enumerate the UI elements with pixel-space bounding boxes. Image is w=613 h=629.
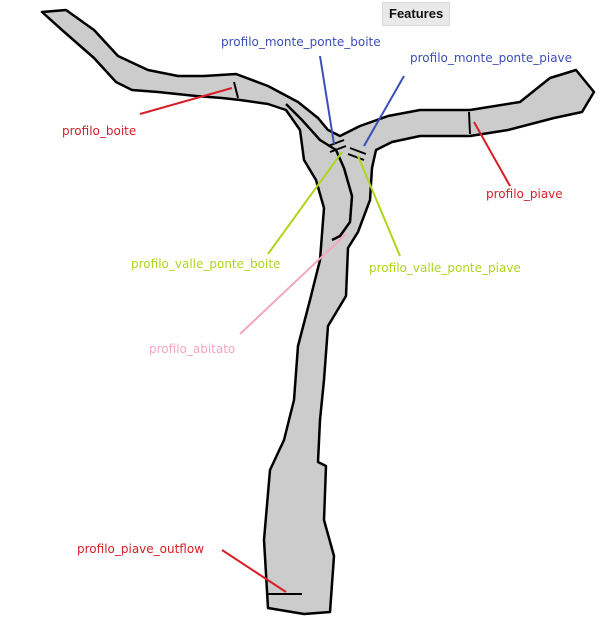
- label-profilo-piave-outflow: profilo_piave_outflow: [77, 542, 205, 556]
- river-inner-line: [285, 103, 354, 242]
- leader-valle-piave: [357, 155, 401, 257]
- label-profilo-valle-ponte-boite: profilo_valle_ponte_boite: [131, 257, 281, 271]
- label-profilo-boite: profilo_boite: [62, 124, 137, 138]
- river-shape: [40, 8, 596, 616]
- leader-monte-piave: [363, 75, 405, 147]
- section-valle-boite: [329, 145, 347, 153]
- features-title: Features: [382, 2, 451, 26]
- leader-piave: [473, 121, 511, 187]
- label-profilo-monte-ponte-boite: profilo_monte_ponte_boite: [221, 35, 381, 49]
- leader-monte-boite: [319, 55, 335, 145]
- leader-abitato: [239, 233, 347, 335]
- section-piave: [468, 111, 471, 135]
- leader-valle-boite: [267, 151, 343, 255]
- leader-outflow: [221, 549, 287, 593]
- label-profilo-valle-ponte-piave: profilo_valle_ponte_piave: [369, 261, 521, 275]
- leader-boite: [139, 87, 233, 115]
- label-profilo-abitato: profilo_abitato: [149, 342, 236, 356]
- section-boite: [233, 81, 239, 99]
- section-monte-boite: [327, 139, 345, 147]
- section-valle-piave: [347, 153, 365, 161]
- section-monte-piave: [349, 147, 367, 155]
- label-profilo-monte-ponte-piave: profilo_monte_ponte_piave: [410, 51, 573, 65]
- label-profilo-piave: profilo_piave: [486, 187, 563, 201]
